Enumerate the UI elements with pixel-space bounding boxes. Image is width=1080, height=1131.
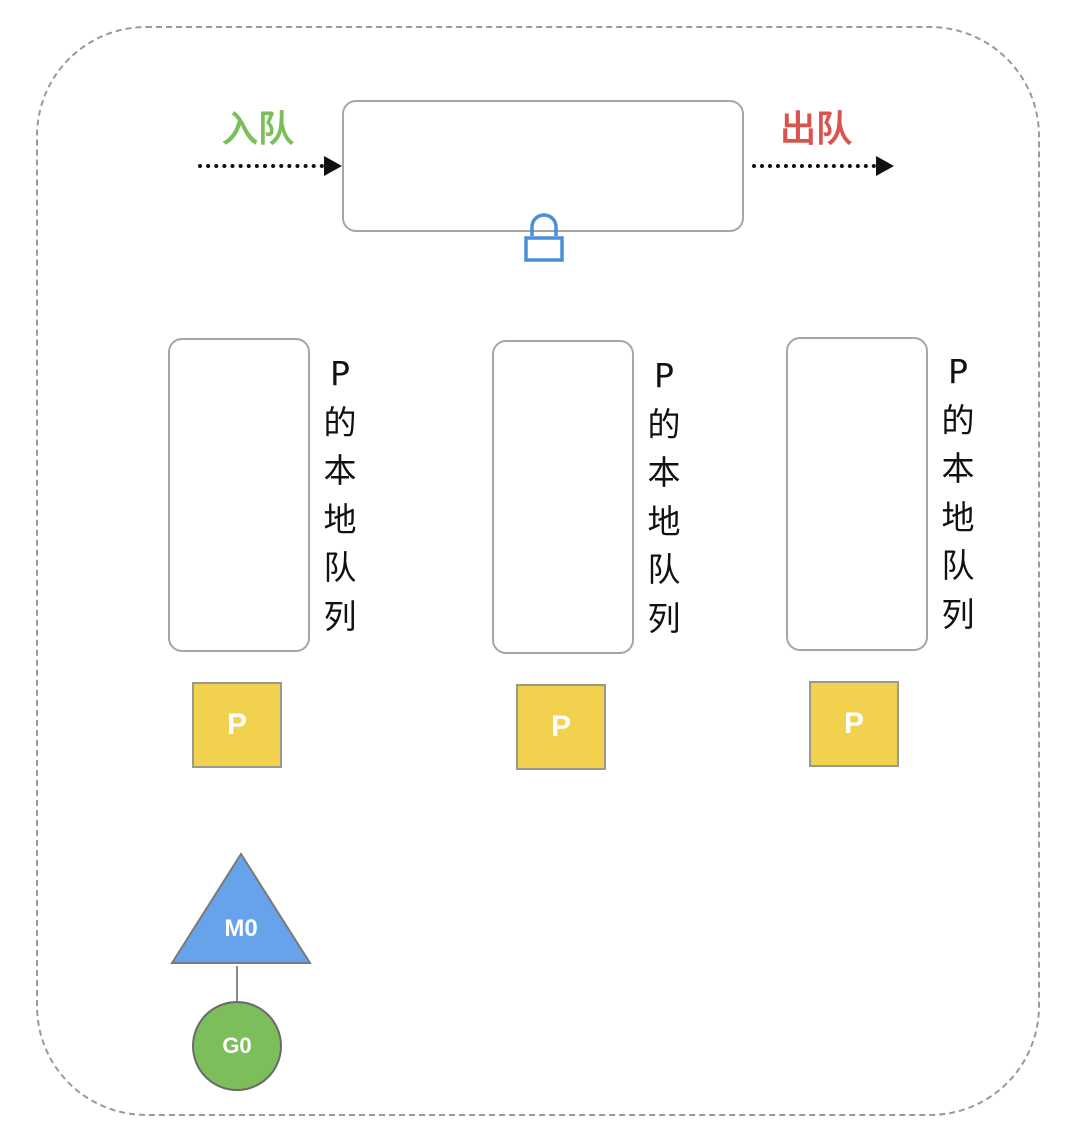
lock-icon — [524, 213, 564, 262]
enqueue-arrow — [198, 156, 344, 176]
processor-3: P — [809, 681, 899, 767]
goroutine-g0 — [192, 1001, 282, 1091]
local-queue-1-label: P 的 本 地 队 列 — [323, 354, 357, 636]
machine-m0 — [170, 852, 312, 964]
processor-1: P — [192, 682, 282, 768]
m0-g0-group: M0 G0 — [170, 852, 312, 1091]
local-queue-2 — [492, 340, 634, 654]
local-queue-3 — [786, 337, 928, 651]
global-queue — [342, 100, 744, 232]
local-queue-3-label: P 的 本 地 队 列 — [941, 352, 975, 634]
local-queue-1 — [168, 338, 310, 652]
dequeue-label: 出队 — [780, 109, 853, 150]
local-queue-2-label: P 的 本 地 队 列 — [647, 356, 681, 638]
goroutine-g0-label: G0 — [222, 1033, 251, 1058]
machine-m0-label: M0 — [224, 915, 257, 942]
scheduler-frame — [36, 26, 1040, 1116]
processor-2: P — [516, 684, 606, 770]
enqueue-label: 入队 — [222, 109, 295, 150]
dequeue-arrow — [752, 156, 896, 176]
